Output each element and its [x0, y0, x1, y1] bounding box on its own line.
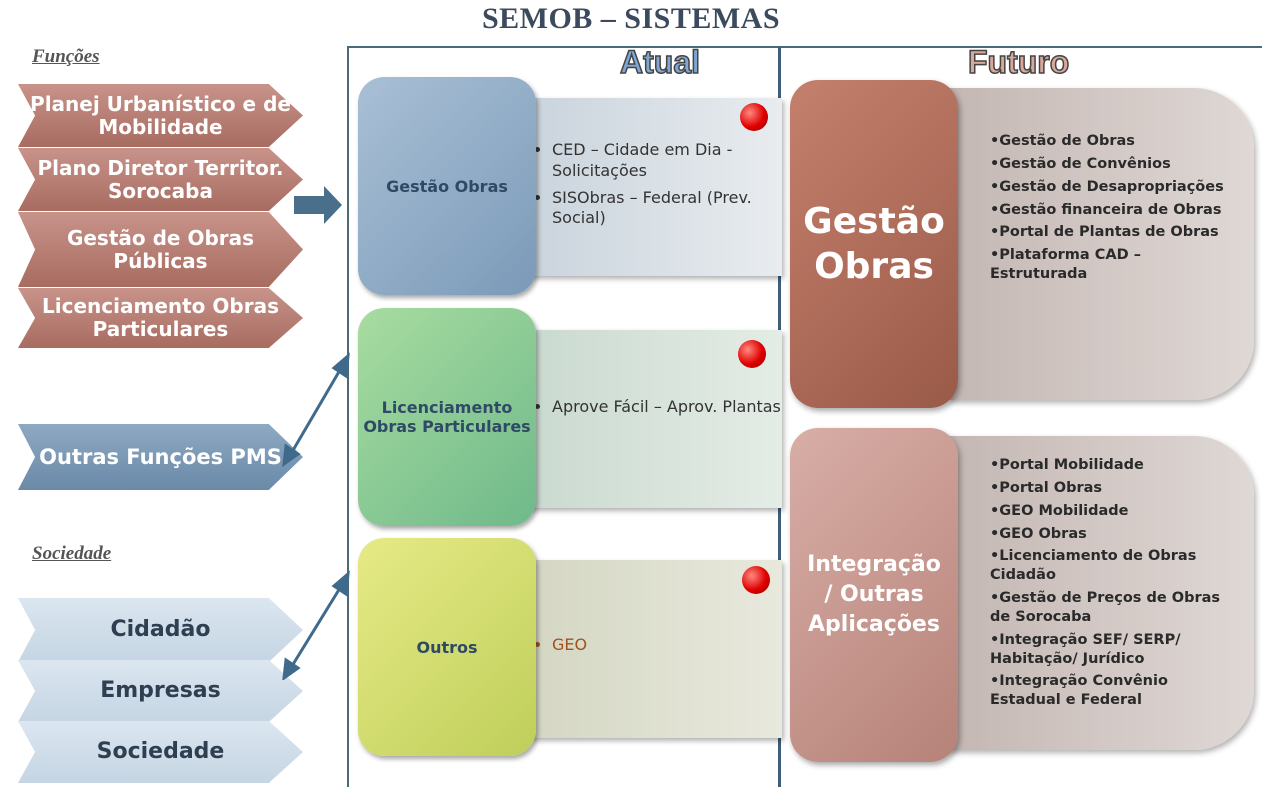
function-item: Plano Diretor Territor. Sorocaba — [18, 148, 303, 211]
system-panel: Aprove Fácil – Aprov. Plantas — [520, 330, 782, 508]
future-block: Integração / Outras Aplicações — [790, 428, 958, 762]
system-item: Aprove Fácil – Aprov. Plantas — [552, 397, 792, 418]
system-item: SISObras – Federal (Prev. Social) — [552, 188, 792, 230]
future-item: Gestão de Convênios — [990, 155, 1230, 174]
page-title: SEMOB – SISTEMAS — [481, 2, 781, 35]
function-item: Gestão de Obras Públicas — [18, 212, 303, 287]
future-item: Plataforma CAD – Estruturada — [990, 246, 1230, 284]
society-heading: Sociedade — [32, 543, 112, 564]
future-block: Gestão Obras — [790, 80, 958, 408]
category-box: Licenciamento Obras Particulares — [358, 308, 536, 526]
future-item: GEO Obras — [990, 525, 1240, 544]
future-item: Gestão de Preços de Obras de Sorocaba — [990, 589, 1240, 627]
double-arrow-icon — [290, 587, 342, 667]
future-item: Portal Obras — [990, 479, 1240, 498]
function-item: Licenciamento Obras Particulares — [18, 288, 303, 348]
system-item: CED – Cidade em Dia - Solicitações — [552, 140, 792, 182]
other-functions: Outras Funções PMS — [18, 424, 303, 490]
status-dot-icon — [742, 566, 770, 594]
system-panel: CED – Cidade em Dia - Solicitações SISOb… — [520, 98, 782, 276]
category-box: Outros — [358, 538, 536, 756]
double-arrow-icon — [290, 369, 342, 453]
future-item: GEO Mobilidade — [990, 502, 1240, 521]
current-frame — [347, 46, 779, 787]
future-item: Portal Mobilidade — [990, 456, 1240, 475]
connector-arrows — [282, 186, 350, 680]
future-item: Gestão financeira de Obras — [990, 201, 1230, 220]
future-item: Integração SEF/ SERP/ Habitação/ Jurídic… — [990, 631, 1240, 669]
functions-heading: Funções — [32, 46, 100, 67]
society-item: Sociedade — [18, 721, 303, 783]
future-item: Gestão de Obras — [990, 132, 1230, 151]
status-dot-icon — [740, 103, 768, 131]
society-item: Empresas — [18, 660, 303, 722]
right-arrow-icon — [294, 186, 342, 224]
system-panel: GEO — [520, 560, 782, 738]
future-item: Portal de Plantas de Obras — [990, 223, 1230, 242]
future-panel: Gestão de Obras Gestão de Convênios Gest… — [948, 88, 1254, 400]
current-label: Atual — [619, 43, 701, 81]
status-dot-icon — [738, 340, 766, 368]
future-label: Futuro — [967, 43, 1070, 81]
category-box: Gestão Obras — [358, 77, 536, 295]
future-item: Licenciamento de Obras Cidadão — [990, 547, 1240, 585]
society-item: Cidadão — [18, 598, 303, 662]
future-item: Integração Convênio Estadual e Federal — [990, 672, 1240, 710]
function-item: Planej Urbanístico e de Mobilidade — [18, 84, 303, 147]
future-item: Gestão de Desapropriações — [990, 178, 1230, 197]
future-panel: Portal Mobilidade Portal Obras GEO Mobil… — [948, 436, 1254, 750]
system-item: GEO — [552, 635, 792, 656]
